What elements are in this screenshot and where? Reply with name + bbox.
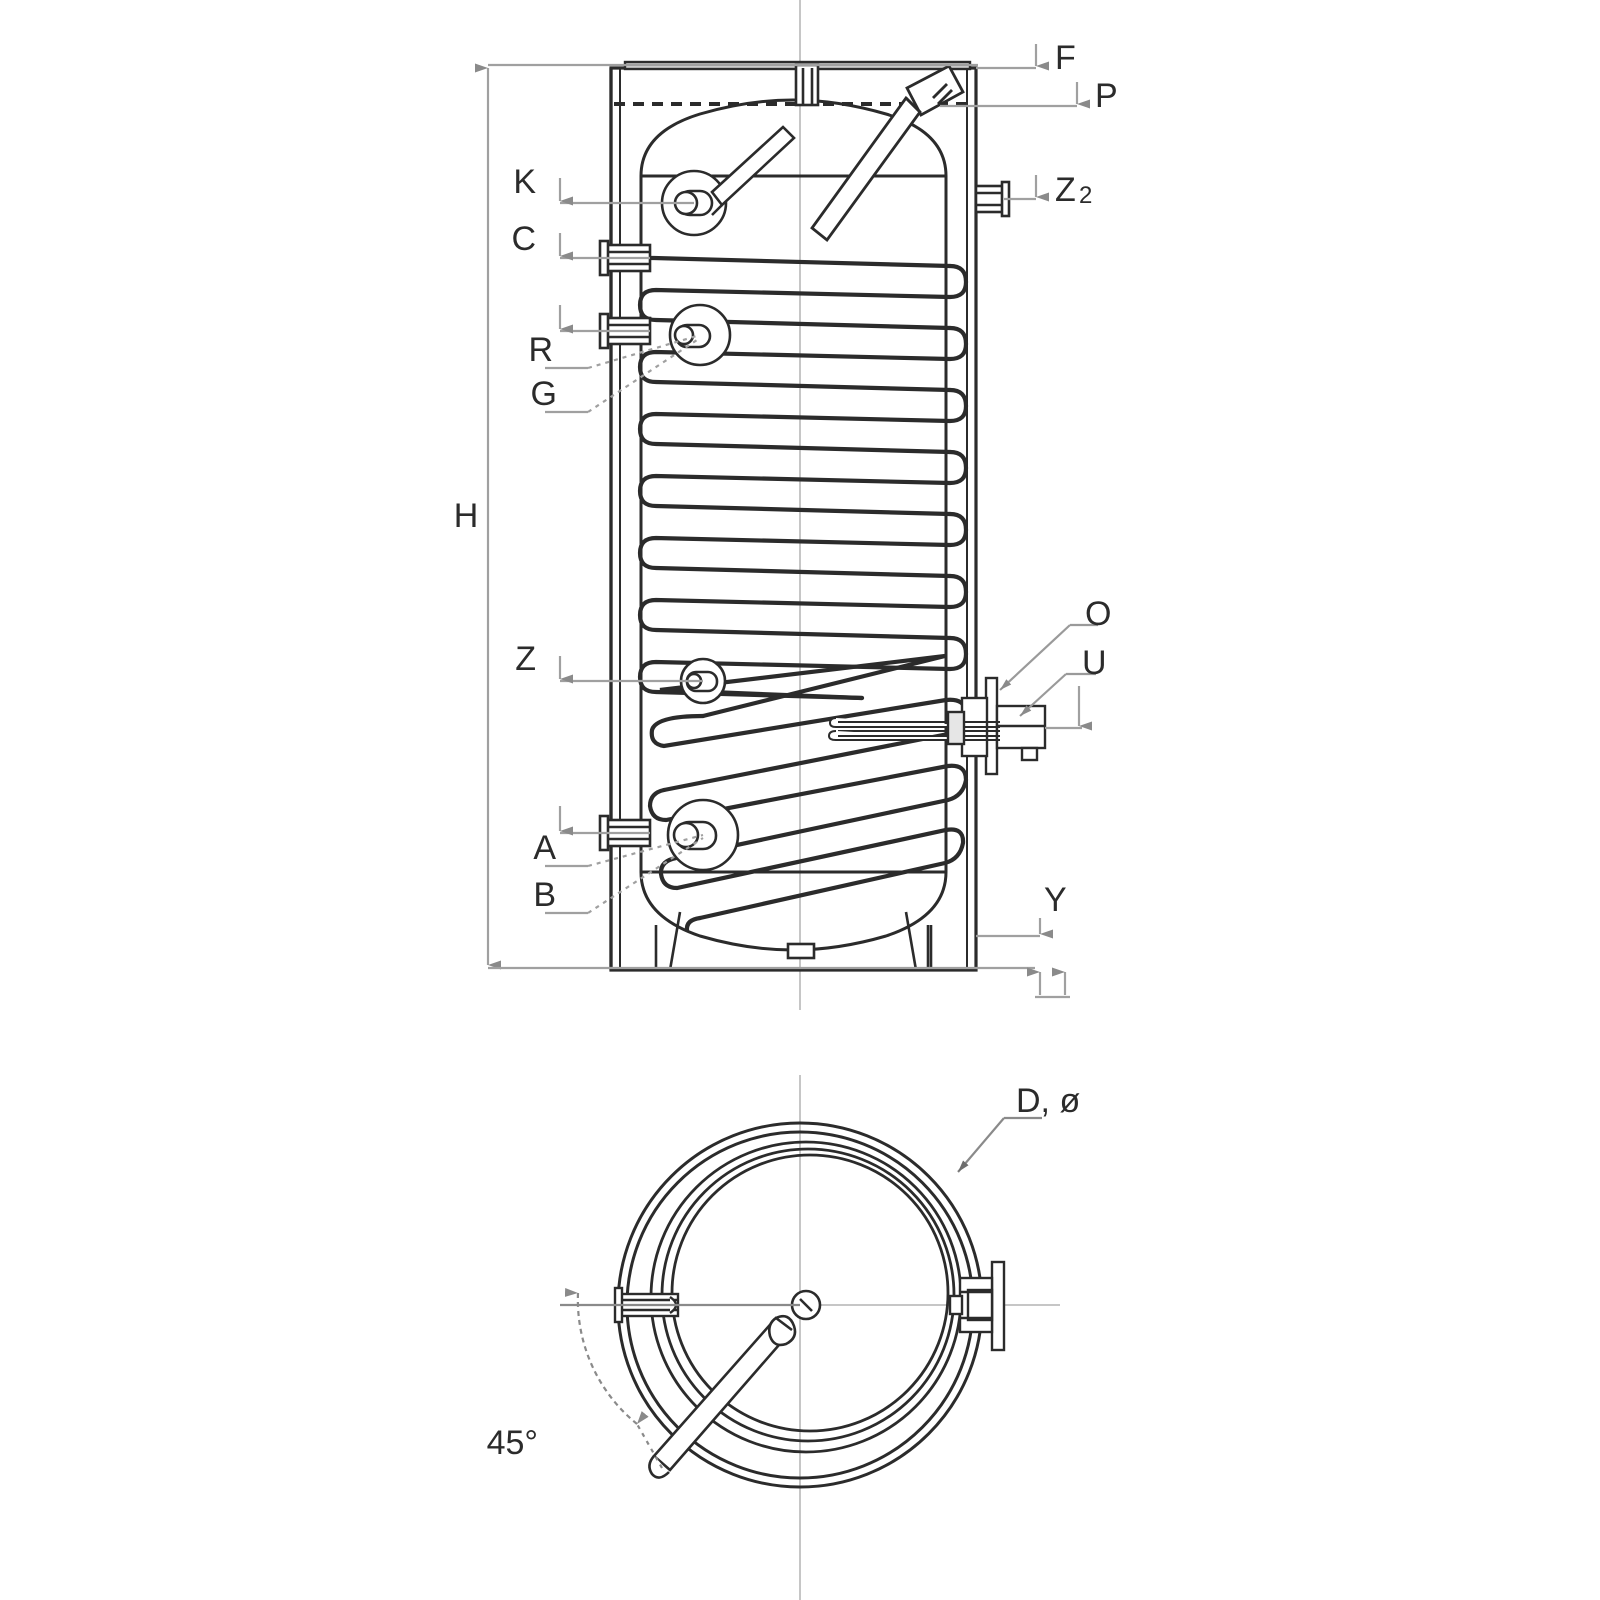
plan-view: D, ø 45° [487, 1082, 1080, 1489]
leader-o [999, 623, 1098, 691]
plan-anode-tube-45deg [648, 1314, 797, 1479]
label-k: K [513, 163, 536, 201]
label-p: P [1095, 77, 1118, 115]
port-g-boss [668, 303, 732, 367]
label-o: O [1085, 595, 1111, 633]
top-stub-connection-f [794, 63, 820, 107]
label-z2-subscript: 2 [1079, 182, 1092, 209]
bottom-drain-foot [786, 942, 816, 960]
leader-k [558, 178, 694, 206]
label-u: U [1082, 644, 1107, 682]
tank-shell [639, 98, 948, 952]
leader-b [545, 837, 704, 915]
label-b: B [533, 876, 556, 914]
label-z: Z [515, 640, 536, 678]
leader-u [1019, 672, 1096, 717]
anode-rod [810, 64, 965, 243]
dimension-h [475, 63, 1035, 970]
leader-f [976, 44, 1049, 71]
elevation-dimension-lines [475, 44, 1098, 999]
label-r: R [528, 331, 553, 369]
label-c: C [511, 220, 536, 258]
elevation-view [598, 60, 1047, 972]
leader-g [545, 337, 701, 414]
label-y: Y [1044, 881, 1067, 919]
label-a: A [533, 829, 556, 867]
heat-exchanger-coil [611, 255, 969, 921]
dimension-u-arrow [1045, 686, 1092, 731]
leader-r [545, 305, 701, 370]
leader-c [558, 233, 650, 261]
leader-p [940, 82, 1090, 109]
leader-a [545, 806, 704, 868]
leader-d-diameter [957, 1116, 1042, 1173]
flange-and-heater-assembly [827, 676, 1047, 776]
label-z2: Z 2 [1055, 171, 1092, 209]
svg-text:Z: Z [1055, 171, 1076, 209]
leader-z [558, 656, 703, 684]
elevation-labels: F P Z 2 O U Y K C R G Z A B H [454, 39, 1118, 919]
label-g: G [531, 375, 557, 413]
port-k-assembly [660, 125, 796, 237]
leader-z2 [1004, 175, 1049, 202]
coil-lower-returns [684, 915, 703, 933]
dimension-45-degree-arc [560, 1287, 800, 1469]
label-h: H [454, 497, 479, 535]
dimension-y [976, 918, 1070, 999]
label-f: F [1055, 39, 1076, 77]
plan-right-flange [948, 1260, 1006, 1352]
label-45-degree: 45° [487, 1424, 538, 1462]
label-d-diameter: D, ø [1016, 1082, 1080, 1120]
bottom-support-legs [654, 911, 933, 971]
plan-flange-plate [990, 1260, 1006, 1352]
